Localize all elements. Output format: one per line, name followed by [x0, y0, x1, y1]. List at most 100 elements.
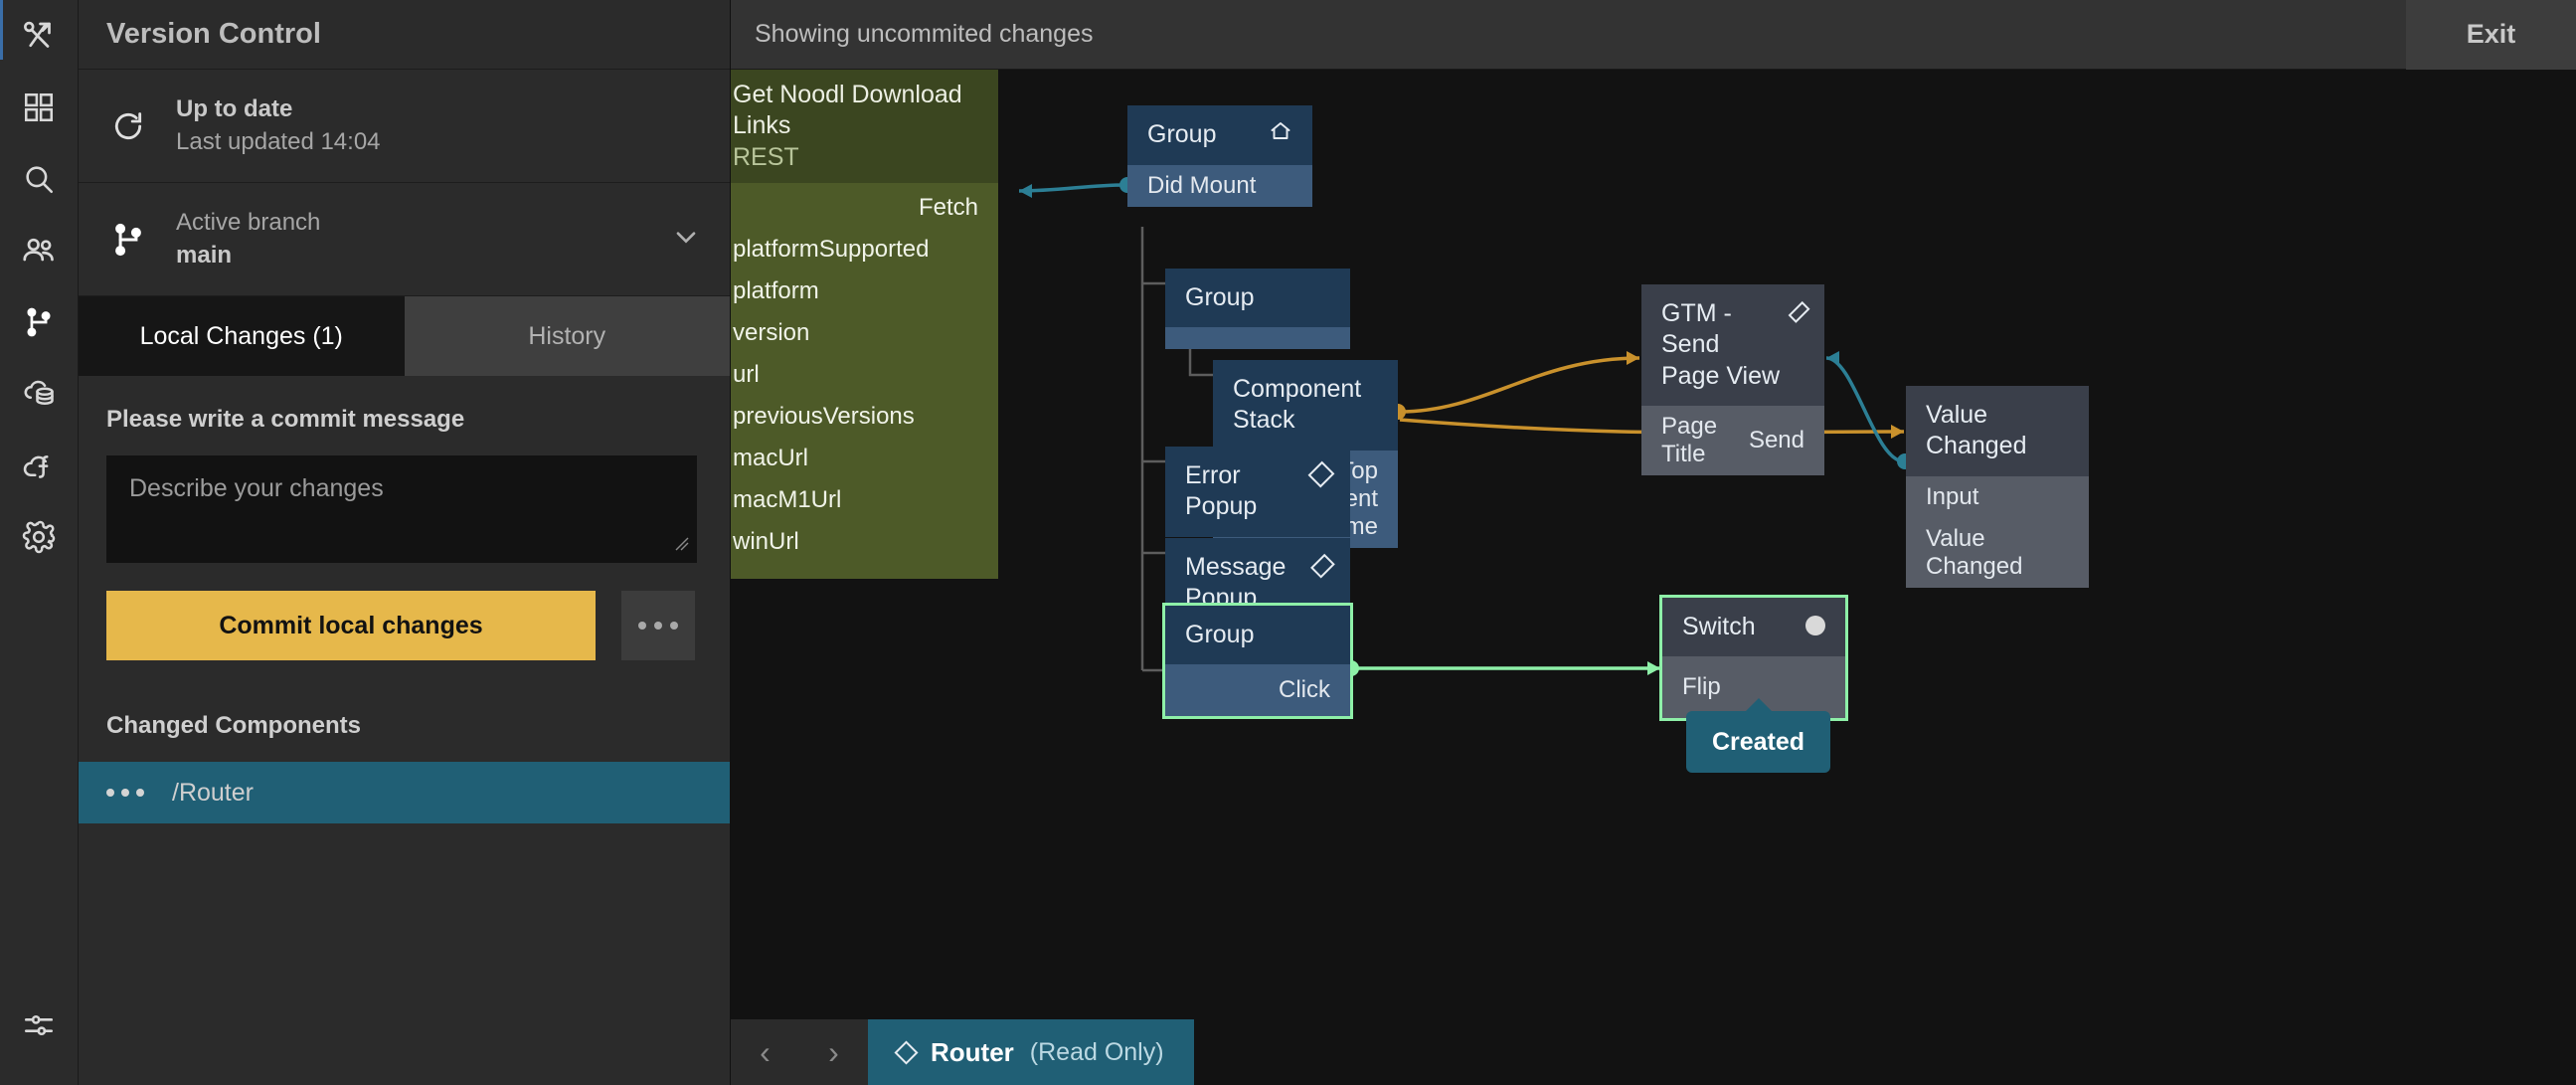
port-value-changed[interactable]: Value Changed — [1906, 518, 2089, 588]
node-body — [1165, 327, 1350, 350]
node-header: Error Popup — [1165, 447, 1350, 537]
node-body: Input Value Changed — [1906, 475, 2089, 588]
graph-edges — [1018, 177, 1913, 676]
commit-message-box[interactable] — [106, 455, 697, 563]
node-header: Component Stack — [1213, 360, 1398, 451]
created-badge: Created — [1686, 711, 1830, 773]
node-body: Fetch platformSupported platform version… — [731, 182, 998, 579]
port-macurl[interactable]: macUrl — [731, 438, 998, 479]
search-icon[interactable] — [0, 143, 79, 215]
commit-more-options-button[interactable] — [621, 591, 695, 660]
port-label: Fetch — [918, 193, 978, 221]
node-title: Component Stack — [1233, 375, 1362, 435]
port-label: Send — [1748, 426, 1804, 453]
port-flip[interactable]: Flip — [1662, 656, 1845, 718]
row-more-icon[interactable] — [106, 789, 144, 797]
node-title: Switch — [1682, 613, 1756, 640]
diamond-icon — [1310, 553, 1335, 579]
active-branch-label: Active branch — [176, 209, 321, 236]
port-label: winUrl — [733, 527, 799, 555]
node-subtitle: REST — [733, 142, 799, 171]
port-fetch[interactable]: Fetch — [731, 187, 998, 229]
gear-icon[interactable] — [0, 501, 79, 573]
port-label: version — [733, 318, 810, 346]
exit-button[interactable]: Exit — [2406, 0, 2576, 70]
dot-icon — [654, 622, 662, 630]
panel-title: Version Control — [79, 0, 730, 70]
port-input[interactable]: Input — [1906, 476, 2089, 518]
nav-forward-button[interactable]: › — [828, 1034, 839, 1070]
changed-component-name: /Router — [172, 778, 254, 807]
port-macm1url[interactable]: macM1Url — [731, 479, 998, 521]
changed-component-row-router[interactable]: /Router — [79, 762, 730, 823]
canvas-area: Showing uncommited changes Exit — [731, 0, 2576, 1085]
noodl-logo-icon[interactable] — [0, 0, 79, 72]
node-header: Group — [1165, 269, 1350, 328]
git-branch-icon[interactable] — [0, 286, 79, 358]
canvas-bottombar: ‹ › Router (Read Only) — [731, 1019, 2576, 1085]
node-header: Get Noodl Download Links REST — [731, 70, 998, 183]
port-click[interactable]: Click — [1165, 664, 1350, 716]
tab-history[interactable]: History — [404, 296, 730, 376]
node-group-3[interactable]: Group Click — [1162, 602, 1353, 720]
port-label: Did Mount — [1147, 172, 1257, 200]
port-platformsupported[interactable]: platformSupported — [731, 229, 998, 271]
node-error-popup[interactable]: Error Popup — [1165, 447, 1350, 537]
node-group-2[interactable]: Group — [1165, 269, 1350, 350]
dot-icon — [670, 622, 678, 630]
tab-router[interactable]: Router (Read Only) — [868, 1019, 1194, 1085]
version-control-panel: Version Control Up to date Last updated … — [79, 0, 731, 1085]
port-url[interactable]: url — [731, 354, 998, 396]
node-title: Group — [1147, 120, 1217, 148]
refresh-icon[interactable] — [106, 106, 150, 146]
port-label: platformSupported — [733, 235, 930, 263]
home-icon — [1269, 119, 1292, 151]
tab-router-name: Router — [931, 1036, 1014, 1067]
port-version[interactable]: version — [731, 312, 998, 354]
users-icon[interactable] — [0, 215, 79, 286]
node-header: Group — [1165, 606, 1350, 665]
port-label: macUrl — [733, 444, 808, 471]
node-body: Page Title Send — [1641, 405, 1824, 475]
commit-message-label: Please write a commit message — [106, 406, 465, 433]
port-did-mount[interactable]: Did Mount — [1127, 165, 1312, 207]
nav-back-button[interactable]: ‹ — [760, 1034, 771, 1070]
sync-status-row[interactable]: Up to date Last updated 14:04 — [79, 70, 730, 183]
nav-buttons: ‹ › — [731, 1019, 868, 1085]
node-value-changed[interactable]: Value Changed Input Value Changed — [1906, 386, 2089, 588]
sync-status-label: Up to date — [176, 95, 293, 122]
node-group-main[interactable]: Group Did Mount — [1127, 105, 1312, 208]
panel-tabs: Local Changes (1) History — [79, 296, 730, 376]
components-grid-icon[interactable] — [0, 72, 79, 143]
active-branch-name: main — [176, 242, 233, 269]
cloud-functions-icon[interactable] — [0, 430, 79, 501]
commit-actions: Commit local changes — [106, 591, 702, 660]
git-branch-icon — [106, 221, 150, 259]
port-platform[interactable]: platform — [731, 271, 998, 312]
node-body: Did Mount — [1127, 165, 1312, 208]
active-branch-row[interactable]: Active branch main — [79, 183, 730, 296]
port-label: Value Changed — [1926, 524, 2023, 580]
node-title: Error Popup — [1185, 461, 1258, 521]
tab-router-state: (Read Only) — [1029, 1037, 1164, 1066]
icon-rail — [0, 0, 79, 1085]
node-title: Group — [1185, 283, 1255, 311]
port-page-title[interactable]: Page Title Send — [1641, 406, 1824, 475]
port-previousversions[interactable]: previousVersions — [731, 396, 998, 438]
diamond-icon — [894, 1039, 919, 1065]
sliders-icon[interactable] — [0, 990, 79, 1061]
node-rest-get-noodl-download-links[interactable]: Get Noodl Download Links REST Fetch plat… — [731, 70, 998, 579]
commit-local-changes-button[interactable]: Commit local changes — [106, 591, 596, 660]
port-winurl[interactable]: winUrl — [731, 521, 998, 563]
node-header: Value Changed — [1906, 386, 2089, 476]
chevron-down-icon[interactable] — [670, 221, 702, 258]
tab-local-changes[interactable]: Local Changes (1) — [79, 296, 405, 376]
canvas-topbar: Showing uncommited changes Exit — [731, 0, 2576, 70]
node-graph[interactable]: Get Noodl Download Links REST Fetch plat… — [731, 70, 2576, 1085]
cloud-data-icon[interactable] — [0, 358, 79, 430]
commit-message-input[interactable] — [107, 456, 696, 562]
circle-icon — [1805, 616, 1825, 635]
node-header: Group — [1127, 105, 1312, 166]
port-label: Flip — [1682, 673, 1721, 701]
node-gtm-send-page-view[interactable]: GTM - Send Page View Page Title Send — [1641, 284, 1824, 475]
